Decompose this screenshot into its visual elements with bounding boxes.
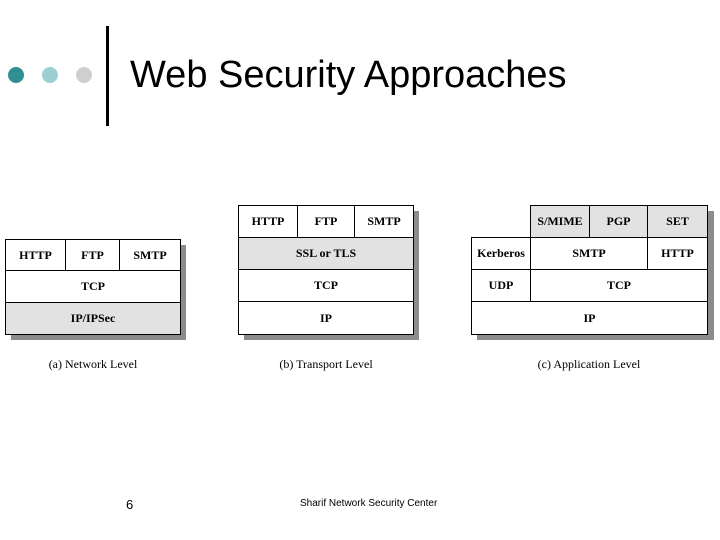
protocol-cell: UDP [471,269,531,302]
protocol-cell: FTP [297,205,355,238]
protocol-cell: SMTP [119,239,181,271]
protocol-cell-shaded: PGP [589,205,648,238]
protocol-cell-shaded: S/MIME [530,205,590,238]
protocol-cell-shaded: IP/IPSec [5,302,181,335]
protocol-cell-shaded: SSL or TLS [238,237,414,270]
title-divider [106,26,109,126]
protocol-cell: HTTP [647,237,708,270]
dot-icon [8,67,24,83]
dot-icon [76,67,92,83]
protocol-cell: FTP [65,239,120,271]
protocol-cell-shaded: SET [647,205,708,238]
protocol-cell: TCP [530,269,708,302]
footer-text: Sharif Network Security Center [300,498,438,509]
protocol-cell: IP [238,301,414,335]
diagram-caption: (c) Application Level [537,357,641,371]
protocol-cell: SMTP [530,237,648,270]
protocol-cell: HTTP [238,205,298,238]
diagram-caption: (b) Transport Level [279,357,373,371]
page-number: 6 [126,497,134,512]
protocol-cell: TCP [238,269,414,302]
protocol-cell: TCP [5,270,181,303]
protocol-cell: Kerberos [471,237,531,270]
protocol-cell: SMTP [354,205,414,238]
diagram-caption: (a) Network Level [48,357,138,371]
slide-title: Web Security Approaches [130,54,567,96]
protocol-cell: IP [471,301,708,335]
protocol-cell: HTTP [5,239,66,271]
dot-icon [42,67,58,83]
